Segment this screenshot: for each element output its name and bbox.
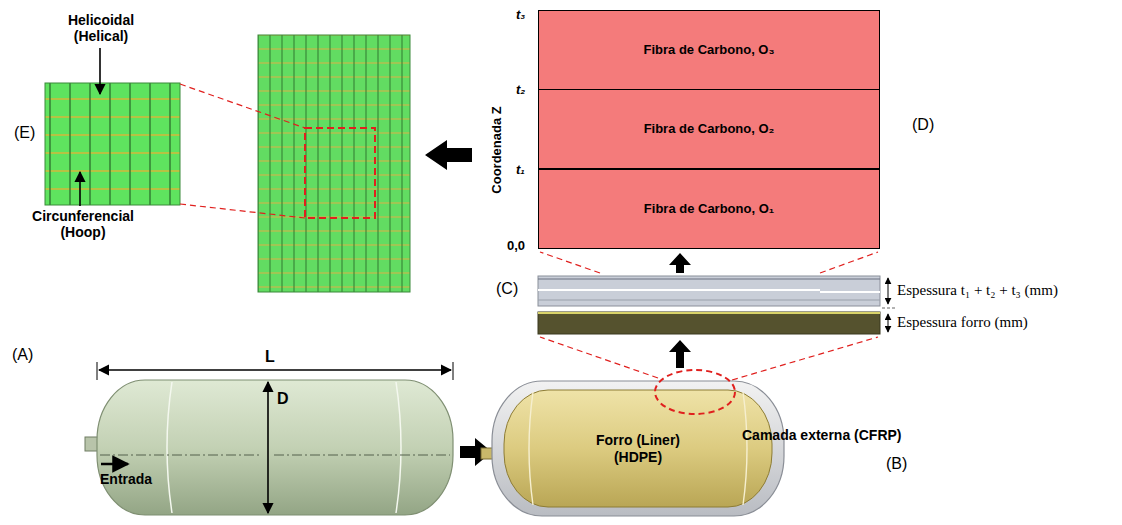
axis-title: Coordenada Z <box>490 106 505 193</box>
inlet-nozzle <box>85 437 98 451</box>
dimension-line <box>267 382 269 513</box>
inlet-label: Entrada <box>100 471 152 487</box>
panel-letter: (D) <box>912 116 934 134</box>
node-label: Fibra de Carbono, O₂ <box>644 121 775 137</box>
dimension-line <box>99 369 451 371</box>
block-arrow <box>669 253 691 273</box>
dimension-label: D <box>277 390 289 408</box>
mesh-inset <box>45 83 180 205</box>
axis-tick: t₃ <box>516 8 525 23</box>
node-label: Forro (Liner) (HDPE) <box>578 432 698 466</box>
mesh-panel <box>258 35 410 292</box>
panel-letter: (E) <box>14 124 35 142</box>
node-label: Fibra de Carbono, O₁ <box>644 201 774 217</box>
layer-band: Fibra de Carbono, O₃ <box>538 10 880 90</box>
axis-tick: 0,0 <box>507 239 525 254</box>
node-label: Fibra de Carbono, O₃ <box>644 42 775 58</box>
dimension-label: Espessura forro (mm) <box>897 314 1028 331</box>
block-arrow <box>425 140 472 170</box>
panel-letter: (B) <box>886 455 907 473</box>
layer-band: Fibra de Carbono, O₁ <box>538 169 880 249</box>
axis-tick: t₁ <box>516 163 525 178</box>
liner-tank: Forro (Liner) (HDPE) <box>503 389 773 508</box>
dimension-label: L <box>265 348 275 366</box>
axis-tick: t₂ <box>516 83 525 98</box>
tank-exterior <box>97 380 453 515</box>
liner-layer <box>538 312 880 334</box>
composite-layers <box>538 276 880 306</box>
cfrp-shell <box>492 381 784 516</box>
layer-band: Fibra de Carbono, O₂ <box>538 89 880 169</box>
zoom-box <box>305 128 375 218</box>
dimension-label: Espessura t₁ + t₂ + t₃ (mm) <box>897 282 1058 299</box>
panel-letter: (A) <box>12 346 33 364</box>
inlet-arrow <box>101 463 128 466</box>
callout-label: Helicoidal (Helical) <box>58 12 144 44</box>
callout-label: Camada externa (CFRP) <box>742 427 902 443</box>
leader-line <box>99 48 101 94</box>
panel-letter: (C) <box>496 280 518 298</box>
block-arrow <box>669 340 691 368</box>
callout-label: Circunferencial (Hoop) <box>28 208 138 240</box>
leader-line <box>79 172 81 206</box>
